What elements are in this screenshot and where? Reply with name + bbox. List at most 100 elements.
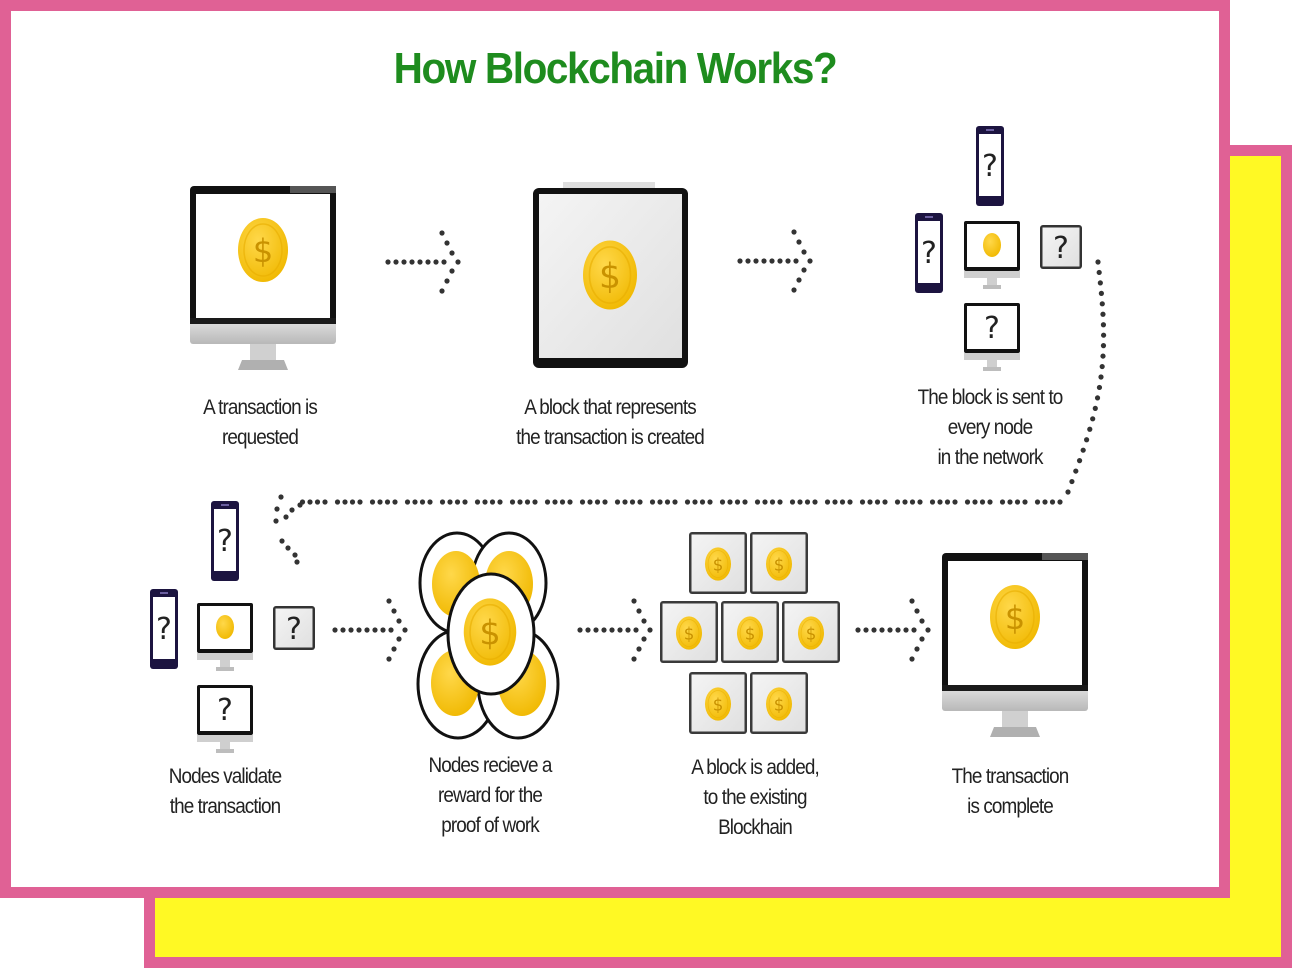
dot: [1092, 405, 1098, 411]
dot: [1100, 322, 1107, 328]
block-tile: [660, 601, 718, 663]
dot: [348, 627, 354, 633]
dot: [1049, 499, 1056, 505]
dot: [1034, 499, 1041, 505]
label-line: A block is added,: [691, 756, 820, 779]
dot: [294, 559, 300, 565]
dot: [769, 499, 776, 505]
dot: [544, 499, 551, 505]
dot: [1087, 426, 1093, 432]
step-4-network-nodes-icon: ? ? ? ?: [150, 501, 315, 753]
arrow-step2-to-step3: [737, 229, 813, 293]
dot: [987, 499, 993, 505]
dot: [1042, 499, 1048, 505]
dot: [882, 499, 888, 505]
dot: [1073, 468, 1079, 474]
dot: [952, 499, 958, 505]
question-mark-icon: ?: [1053, 231, 1069, 266]
dot: [349, 499, 356, 505]
dot: [1097, 280, 1103, 286]
dot: [637, 499, 643, 505]
dot: [925, 627, 931, 633]
dot: [699, 499, 706, 505]
dot: [1096, 384, 1103, 391]
dot: [804, 499, 811, 505]
block-tile: [689, 672, 747, 734]
dot: [489, 499, 496, 505]
dot: [1080, 447, 1086, 453]
dot: [559, 499, 566, 505]
dot: [593, 627, 599, 633]
dot: [278, 494, 284, 500]
step-6-block-grid-icon: [660, 532, 840, 734]
label-line: A transaction is: [203, 396, 318, 419]
block-tile: [750, 672, 808, 734]
label-line: to the existing: [703, 786, 807, 809]
dot: [455, 259, 461, 265]
question-mark-icon: ?: [286, 612, 302, 647]
dot: [797, 499, 803, 505]
dot: [867, 499, 873, 505]
coin-icon: [765, 686, 793, 722]
dot: [356, 627, 362, 633]
label-line: The transaction: [951, 765, 1070, 788]
dot: [334, 499, 341, 505]
label-line: reward for the: [437, 784, 543, 807]
dot: [903, 627, 909, 633]
dot: [914, 646, 920, 652]
dot: [388, 627, 394, 633]
dot: [1099, 301, 1105, 307]
dot: [692, 499, 698, 505]
dot: [391, 608, 397, 614]
dot: [285, 545, 291, 551]
dot: [482, 499, 488, 505]
dot: [631, 598, 637, 604]
dot: [719, 499, 726, 505]
dot: [919, 636, 925, 642]
label-line: is complete: [967, 795, 1054, 818]
dot: [340, 627, 346, 633]
dot: [279, 538, 285, 544]
dot: [1100, 343, 1107, 349]
front-white-frame: [0, 0, 1230, 898]
curved-dotted-connector: [273, 259, 1107, 565]
dot: [292, 552, 298, 558]
dot: [433, 259, 439, 265]
dot: [314, 499, 321, 505]
dot: [614, 499, 621, 505]
dot: [444, 240, 450, 246]
dot: [524, 499, 531, 505]
label-line: in the network: [937, 446, 1043, 469]
dot: [1100, 311, 1106, 317]
dot: [393, 259, 399, 265]
dot: [273, 518, 279, 524]
dot: [417, 259, 423, 265]
dot: [497, 499, 503, 505]
dot: [419, 499, 426, 505]
dot: [762, 499, 768, 505]
dot: [847, 499, 853, 505]
coin-icon: [237, 217, 289, 283]
question-mark-icon: ?: [921, 236, 937, 271]
dot: [386, 598, 392, 604]
block-tile: [750, 532, 808, 594]
dot: [602, 499, 608, 505]
dot: [902, 499, 908, 505]
dot: [625, 627, 631, 633]
dot: [1014, 499, 1021, 505]
dot: [342, 499, 348, 505]
dot: [532, 499, 538, 505]
step-7-desktop-icon: [942, 553, 1088, 737]
block-tile: [721, 601, 779, 663]
coin-icon: [736, 615, 764, 651]
question-mark-icon: ?: [156, 612, 172, 647]
dot: [585, 627, 591, 633]
label-line: Nodes recieve a: [428, 754, 552, 777]
label-line: the transaction is created: [516, 426, 705, 449]
dot: [594, 499, 601, 505]
dot: [444, 278, 450, 284]
